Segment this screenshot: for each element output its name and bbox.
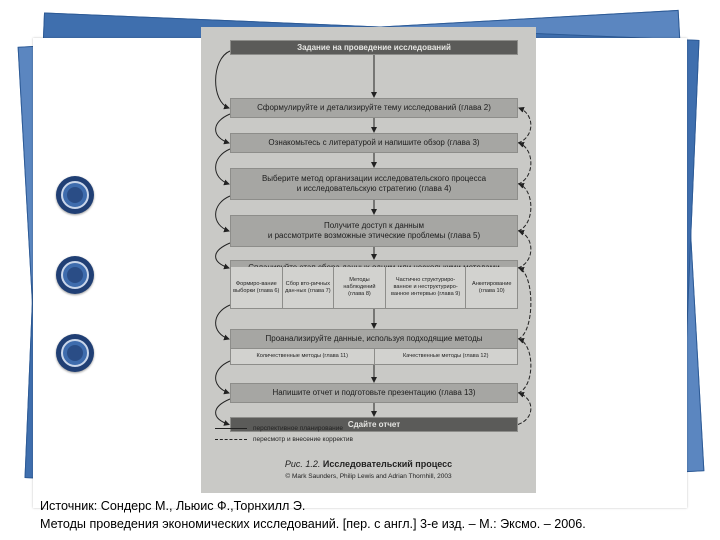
process-step-box: Сдайте отчет — [230, 417, 518, 432]
revision-arrow — [517, 391, 532, 425]
process-step-label: Напишите отчет и подготовьте презентацию… — [272, 388, 476, 397]
binder-ring-icon — [56, 256, 94, 294]
binder-ring-icon — [56, 176, 94, 214]
process-step-label: Получите доступ к данным и рассмотрите в… — [267, 221, 481, 240]
process-step-label: Выберите метод организации исследователь… — [261, 174, 487, 193]
analysis-method-cell: Качественные методы (глава 12) — [403, 353, 489, 359]
revision-arrow — [517, 229, 532, 269]
binder-ring-icon — [56, 334, 94, 372]
collection-method-cell: Сбор вто-ричных дан-ных (глава 7) — [283, 267, 335, 308]
process-step-box: Получите доступ к данным и рассмотрите в… — [230, 215, 518, 247]
process-step-box: Ознакомьтесь с литературой и напишите об… — [230, 133, 518, 153]
process-step-box: Выберите метод организации исследователь… — [230, 168, 518, 200]
collection-method-cell: Частично структуриро-ванное и неструктур… — [386, 267, 467, 308]
process-step-box: Напишите отчет и подготовьте презентацию… — [230, 383, 518, 403]
solid-arrow-icon — [215, 428, 247, 429]
figure-title: Исследовательский процесс — [322, 459, 453, 469]
legend-dashed-label: пересмотр и внесение корректив — [253, 436, 353, 443]
revision-arrow — [517, 182, 532, 232]
figure-number: Рис. 1.2. — [284, 459, 321, 469]
legend-dashed: пересмотр и внесение корректив — [215, 436, 353, 443]
planning-arrow — [215, 113, 231, 145]
flow-arrows — [215, 50, 532, 426]
figure-copyright: © Mark Saunders, Philip Lewis and Adrian… — [285, 473, 452, 480]
collection-methods-row: Формиро-вание выборки (глава 6)Сбор вто-… — [230, 267, 518, 309]
source-line-2: Методы проведения экономических исследов… — [40, 517, 586, 531]
planning-arrow — [215, 360, 231, 395]
process-step-label: Сформулируйте и детализируйте тему иссле… — [257, 103, 491, 112]
figure-caption: Рис. 1.2. Исследовательский процесс — [201, 459, 536, 469]
process-step-label: Сдайте отчет — [347, 419, 401, 429]
planning-arrow — [215, 195, 231, 233]
revision-arrow — [517, 141, 532, 185]
analysis-method-cell: Количественные методы (глава 11) — [231, 349, 375, 364]
revision-arrow — [517, 266, 532, 340]
legend-solid-label: перспективное планирование — [253, 425, 343, 432]
collection-method-cell: Методы наблюдений (глава 8) — [334, 267, 386, 308]
collection-method-cell: Анкетирование (глава 10) — [471, 280, 512, 294]
collection-method-cell: Формиро-вание выборки (глава 6) — [231, 267, 283, 308]
process-step-label: Задание на проведение исследований — [297, 42, 451, 52]
planning-arrow — [215, 304, 231, 341]
planning-arrow — [215, 50, 231, 110]
dashed-arrow-icon — [215, 439, 247, 440]
planning-arrow — [215, 148, 231, 186]
source-line-1: Источник: Сондерс М., Льюис Ф.,Торнхилл … — [40, 499, 306, 513]
planning-arrow — [215, 242, 231, 270]
process-step-box: Проанализируйте данные, используя подход… — [230, 329, 518, 349]
planning-arrow — [215, 398, 231, 426]
process-step-label: Ознакомьтесь с литературой и напишите об… — [268, 138, 480, 147]
process-step-label: Проанализируйте данные, используя подход… — [265, 334, 483, 343]
process-step-box: Сформулируйте и детализируйте тему иссле… — [230, 98, 518, 118]
analysis-methods-row: Количественные методы (глава 11) Качестве… — [230, 349, 518, 365]
process-step-box: Задание на проведение исследований — [230, 40, 518, 55]
legend-solid: перспективное планирование — [215, 425, 343, 432]
revision-arrow — [517, 106, 532, 144]
revision-arrow — [517, 337, 532, 394]
